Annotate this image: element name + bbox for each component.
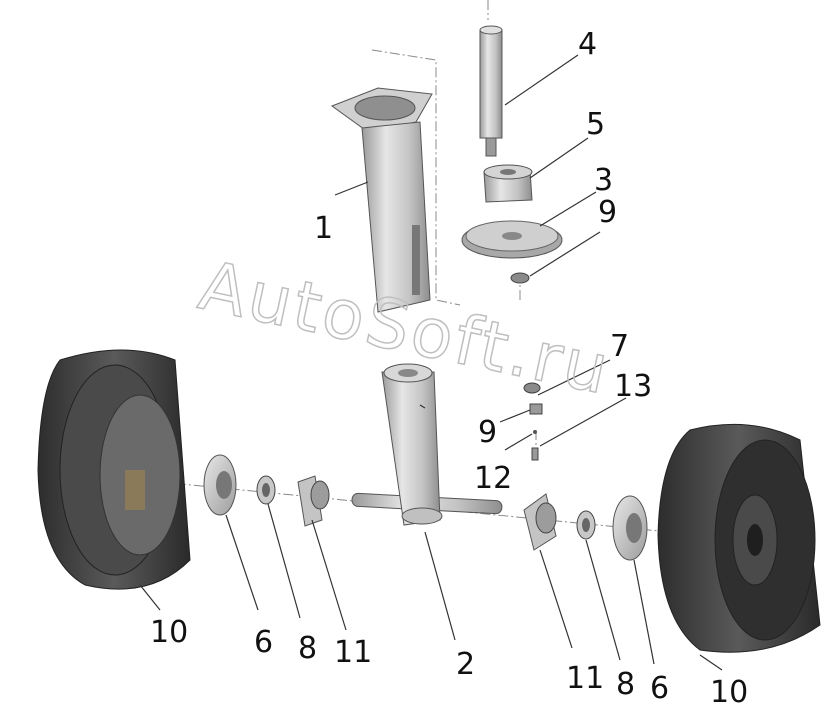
small-fasteners — [523, 382, 543, 461]
callout-8-right: 8 — [616, 667, 635, 702]
callout-11-left: 11 — [334, 635, 372, 670]
callout-9-top: 9 — [598, 195, 617, 230]
callout-12: 12 — [474, 461, 512, 496]
callout-8-left: 8 — [298, 631, 317, 666]
callout-11-right: 11 — [566, 661, 604, 696]
callout-9-lower: 9 — [478, 415, 497, 450]
left-hub-parts — [203, 454, 330, 527]
callout-4: 4 — [578, 27, 597, 62]
callout-6-left: 6 — [254, 625, 273, 660]
callout-13: 13 — [614, 369, 652, 404]
callout-1: 1 — [314, 211, 333, 246]
right-tire — [657, 423, 821, 653]
left-tire — [37, 349, 191, 590]
callout-5: 5 — [586, 107, 605, 142]
axle-and-column — [351, 363, 503, 526]
callout-labels: 1 2 3 4 5 6 6 7 8 8 9 9 10 10 11 11 12 1… — [150, 27, 748, 710]
callout-10-right: 10 — [710, 675, 748, 710]
pin-and-plate-parts — [461, 25, 563, 284]
upper-tube — [330, 87, 433, 313]
callout-3: 3 — [594, 163, 613, 198]
right-hub-parts — [523, 493, 648, 561]
callout-10-left: 10 — [150, 615, 188, 650]
leader-lines — [139, 54, 723, 671]
callout-6-right: 6 — [650, 671, 669, 706]
callout-7: 7 — [610, 329, 629, 364]
callout-2: 2 — [456, 647, 475, 682]
